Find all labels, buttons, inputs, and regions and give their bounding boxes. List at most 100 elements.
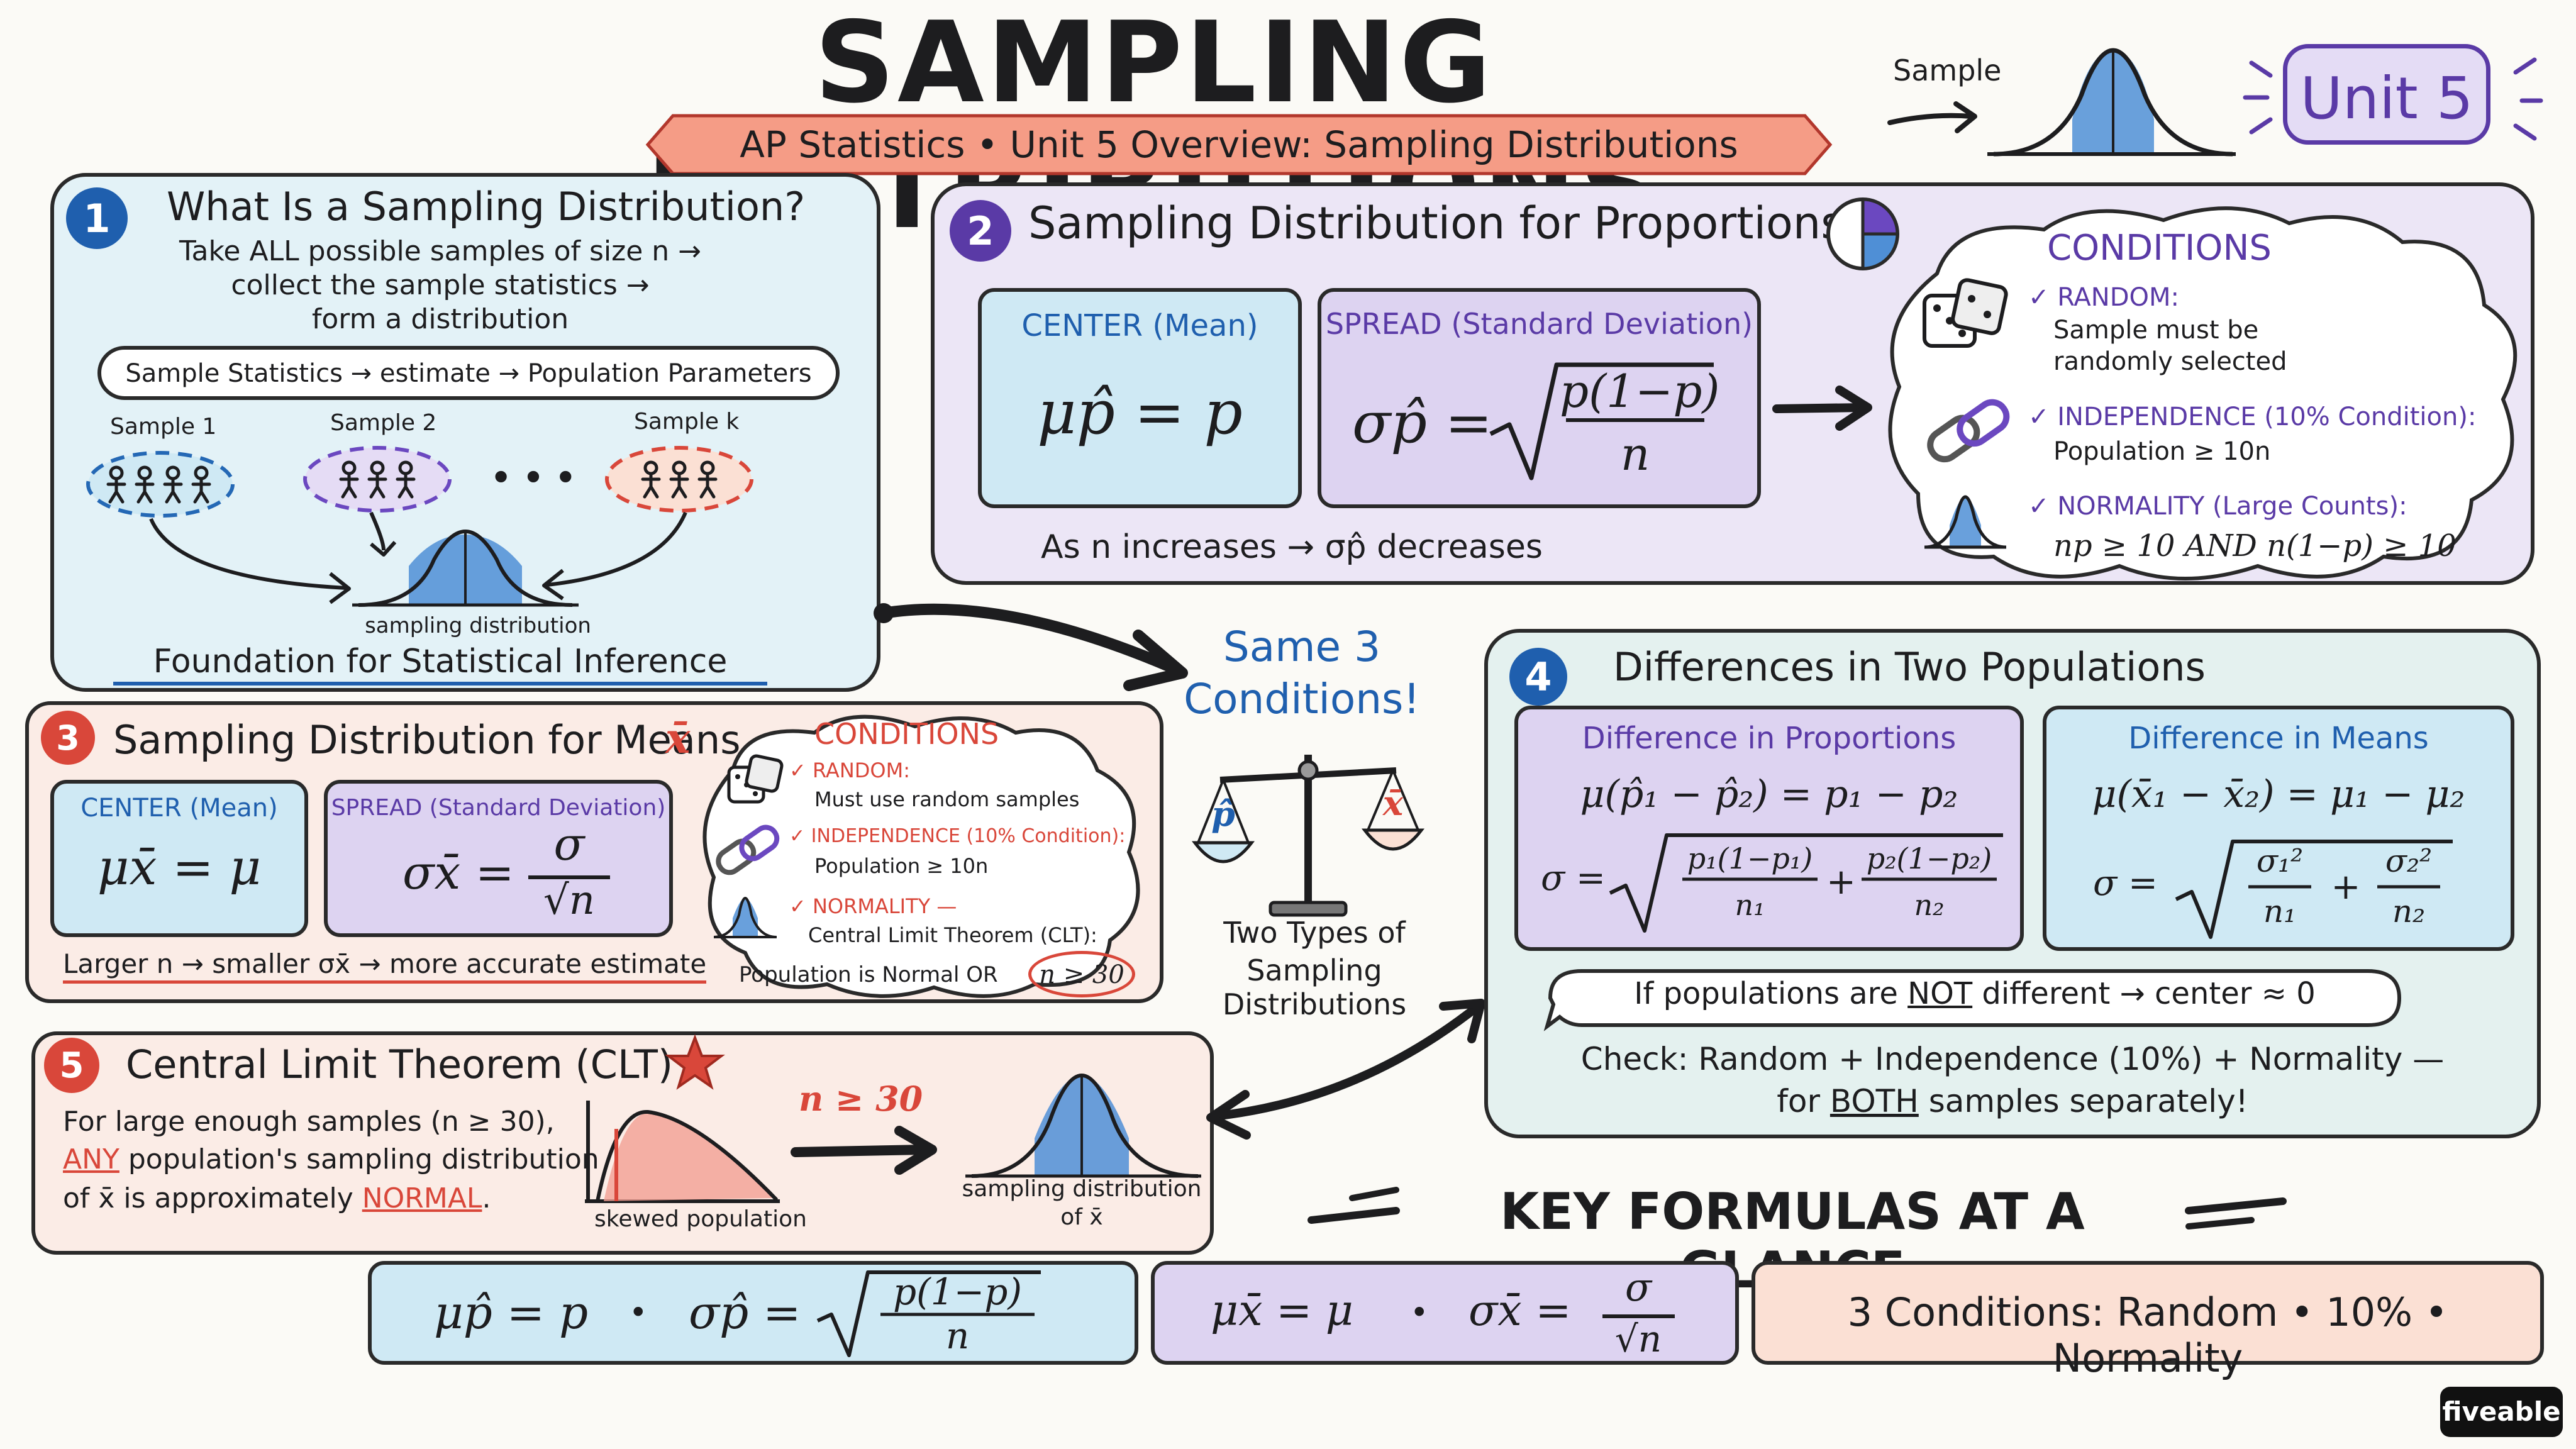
pie-chart-icon xyxy=(1826,197,1899,270)
s3-spread-label: SPREAD (Standard Deviation) xyxy=(331,795,666,821)
s2-independence-text: Population ≥ 10n xyxy=(2053,437,2271,466)
s4-pill-pre: If populations are xyxy=(1634,976,1908,1011)
s3-independence-text: Population ≥ 10n xyxy=(814,854,989,878)
s2-arrow-icon xyxy=(1772,386,1872,431)
s4-mean-plus: + xyxy=(2331,867,2361,908)
scale-left-symbol: p̂ xyxy=(1211,794,1235,834)
s3-normality-label: ✓ NORMALITY — xyxy=(789,894,957,918)
balance-scale-icon xyxy=(1191,755,1425,917)
section-1-pill: Sample Statistics → estimate → Populatio… xyxy=(97,346,840,400)
s3-independence-label: ✓ INDEPENDENCE (10% Condition): xyxy=(789,825,1126,847)
s2-random-label: ✓ RANDOM: xyxy=(2028,283,2179,312)
sample-groups-icon xyxy=(86,446,753,607)
s2-spread-box xyxy=(1318,288,1761,508)
s2-spread-denominator: n xyxy=(1620,428,1650,480)
s5-n-label: n ≥ 30 xyxy=(799,1079,923,1119)
s4-mean-sqrt-sign xyxy=(2175,840,2453,939)
sample-label: Sample xyxy=(1893,53,2002,87)
key-f2-mean: μx̄ = μ xyxy=(1211,1286,1353,1336)
s1-to-middle-arrow xyxy=(874,603,1188,691)
s3-conditions-title: CONDITIONS xyxy=(814,717,999,751)
s4-mean-title: Difference in Means xyxy=(2128,721,2429,756)
key-f2-dot: • xyxy=(1410,1294,1429,1331)
fiveable-logo: fiveable xyxy=(2440,1387,2563,1437)
s5-text1: For large enough samples (n ≥ 30), xyxy=(63,1106,555,1138)
section-1-footer: Foundation for Statistical Inference xyxy=(113,643,767,686)
section-1-number: 1 xyxy=(66,187,128,249)
key-f2-denominator: √n xyxy=(1614,1318,1662,1360)
skewed-population-label: skewed population xyxy=(594,1206,807,1232)
key-f2-numerator: σ xyxy=(1624,1264,1652,1310)
section-1-line2: collect the sample statistics → xyxy=(231,269,650,301)
s3-spread-numerator: σ xyxy=(553,818,585,870)
s4-prop-mean: μ(p̂₁ − p̂₂) = p₁ − p₂ xyxy=(1580,772,1958,816)
key-formula-2-box xyxy=(1151,1261,1739,1365)
s4-prop-term2-num: p₂(1−p₂) xyxy=(1866,841,1992,875)
s4-pill-shape xyxy=(1543,969,2402,1031)
unit-badge: Unit 5 xyxy=(2283,44,2490,145)
key-f1-mean: μp̂ = p xyxy=(434,1286,589,1339)
s3-normality-text2: Population is Normal OR xyxy=(739,962,998,987)
s4-pill-post: different → center ≈ 0 xyxy=(1972,976,2316,1011)
key-f1-dot: • xyxy=(629,1294,648,1331)
sample-arrow-icon xyxy=(1887,101,1977,133)
sampling-distribution-label: sampling distribution xyxy=(365,613,591,638)
s3-n30-circle: n ≥ 30 xyxy=(1028,951,1135,997)
dice-icon xyxy=(1923,278,2008,348)
key-f1-numerator: p(1−p) xyxy=(892,1270,1022,1313)
s5-text2-any: ANY xyxy=(63,1143,119,1175)
s4-pill-text: If populations are NOT different → cente… xyxy=(1544,976,2406,1011)
s4-prop-term2-den: n₂ xyxy=(1914,888,1945,922)
s2-spread-label: SPREAD (Standard Deviation) xyxy=(1325,307,1753,341)
s4-check-line1: Check: Random + Independence (10%) + Nor… xyxy=(1580,1041,2445,1077)
s4-prop-title: Difference in Proportions xyxy=(1582,721,1957,756)
sample-2-label: Sample 2 xyxy=(330,410,437,436)
s3-spread-lhs: σx̄ = xyxy=(402,846,514,900)
s4-prop-plus: + xyxy=(1826,862,1856,902)
s4-prop-box xyxy=(1514,706,2024,951)
s3-random-label: ✓ RANDOM: xyxy=(789,758,910,782)
s4-mean-term1-num: σ₁² xyxy=(2256,843,2304,879)
section-1-title: What Is a Sampling Distribution? xyxy=(167,184,806,230)
s4-prop-term1-num: p₁(1−p₁) xyxy=(1687,841,1813,875)
s3-spread-box xyxy=(324,780,673,937)
s4-check-post: samples separately! xyxy=(1918,1083,2248,1119)
sample-1-label: Sample 1 xyxy=(110,414,217,440)
key-f3-text: 3 Conditions: Random • 10% • Normality xyxy=(1847,1289,2448,1381)
scale-right-symbol: x̄ xyxy=(1382,783,1404,823)
s3-chain-icon xyxy=(716,824,780,875)
s5-text2-rest: population's sampling distribution xyxy=(119,1143,599,1175)
same-conditions-line2: Conditions! xyxy=(1184,675,1420,723)
s3-spread-denominator: √n xyxy=(543,877,595,924)
s3-center-box xyxy=(50,780,308,937)
s4-mean-sigma: σ = xyxy=(2093,863,2158,904)
s2-random-text2: randomly selected xyxy=(2053,347,2287,376)
s5-dist-label1: sampling distribution xyxy=(962,1176,1202,1202)
section-3-number: 3 xyxy=(41,711,95,765)
unit-badge-sparkles xyxy=(2243,57,2543,141)
s2-random-text1: Sample must be xyxy=(2053,316,2259,345)
sample-k-label: Sample k xyxy=(634,409,740,435)
s2-note: As n increases → σp̂ decreases xyxy=(1041,528,1543,566)
s3-conditions-cloud xyxy=(702,714,1140,998)
page-subtitle: AP Statistics • Unit 5 Overview: Samplin… xyxy=(740,123,1738,166)
key-f2-fraction-bar xyxy=(1602,1314,1675,1318)
section-3-title: Sampling Distribution for Means xyxy=(113,717,741,763)
s5-text2: ANY population's sampling distribution xyxy=(63,1143,599,1175)
s4-prop-sigma: σ = xyxy=(1541,858,1606,899)
s4-prop-term1-den: n₁ xyxy=(1735,888,1765,922)
s2-center-formula: μp̂ = p xyxy=(1037,377,1243,448)
section-2-number: 2 xyxy=(950,200,1011,262)
s2-center-label: CENTER (Mean) xyxy=(1021,308,1258,343)
key-f2-sigma: σx̄ = xyxy=(1468,1286,1572,1336)
section-4-number: 4 xyxy=(1509,648,1567,706)
same-conditions-line1: Same 3 xyxy=(1223,623,1381,671)
s3-random-text: Must use random samples xyxy=(814,787,1080,811)
key-f1-denominator: n xyxy=(945,1314,970,1357)
key-title-swoosh-right xyxy=(2185,1197,2287,1230)
s4-pill-not: NOT xyxy=(1907,976,1973,1011)
s4-mean-box xyxy=(2043,706,2514,951)
s3-note: Larger n → smaller σx̄ → more accurate e… xyxy=(63,948,707,984)
two-types-line2: Sampling Distributions xyxy=(1222,953,1407,1021)
s5-s4-double-arrow xyxy=(1206,999,1485,1140)
